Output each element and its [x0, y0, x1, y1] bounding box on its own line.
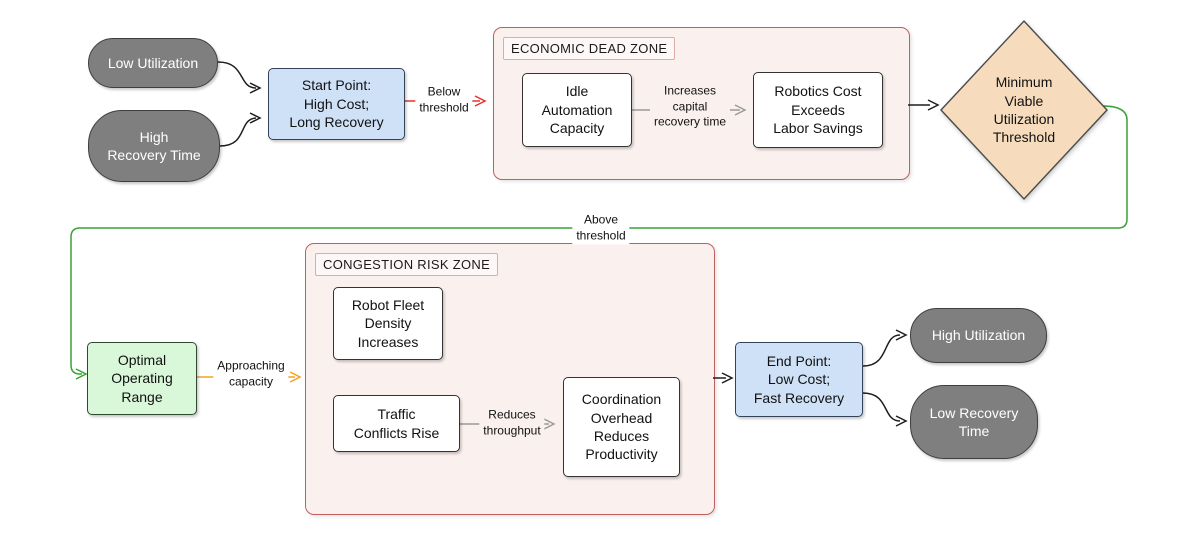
- arrowhead-optimal-congestion: [289, 371, 302, 383]
- node-threshold-decision: Minimum Viable Utilization Threshold: [992, 74, 1056, 146]
- node-traffic-conflicts: Traffic Conflicts Rise: [333, 395, 460, 452]
- edge-label-reduces-throughput: Reduces throughput: [479, 406, 545, 440]
- node-idle-automation: Idle Automation Capacity: [522, 73, 632, 147]
- node-end-point: End Point: Low Cost; Fast Recovery: [735, 342, 863, 417]
- arrowhead-endpoint-lowrec: [895, 415, 908, 427]
- arrowhead-highrec-start: [249, 112, 262, 124]
- edge-label-above-threshold: Above threshold: [572, 211, 630, 245]
- edge-endpoint-highutil: [862, 334, 901, 367]
- node-start-point: Start Point: High Cost; Long Recovery: [268, 68, 405, 140]
- arrowhead-lowutil-start: [249, 82, 262, 94]
- node-low-utilization: Low Utilization: [88, 38, 218, 88]
- arrowhead-traffic-coordination: [543, 418, 556, 430]
- arrowhead-start-deadzone: [474, 95, 487, 107]
- node-optimal-range: Optimal Operating Range: [87, 342, 197, 415]
- edge-endpoint-lowrec: [862, 392, 901, 422]
- edge-label-increases-capital: Increases capital recovery time: [649, 82, 731, 132]
- node-low-recovery-time: Low Recovery Time: [910, 385, 1038, 459]
- edge-highrec-start: [219, 117, 257, 147]
- node-robot-fleet: Robot Fleet Density Increases: [333, 287, 443, 360]
- node-robotics-cost: Robotics Cost Exceeds Labor Savings: [753, 72, 883, 148]
- arrowhead-deadzone-diamond: [927, 99, 940, 111]
- node-high-utilization: High Utilization: [910, 308, 1047, 363]
- edge-diamond-optimal: [70, 105, 1128, 375]
- arrowhead-diamond-optimal: [75, 368, 88, 380]
- node-coordination-overhead: Coordination Overhead Reduces Productivi…: [563, 377, 680, 477]
- arrowhead-congestion-endpoint: [721, 372, 734, 384]
- arrowhead-endpoint-highutil: [895, 329, 908, 341]
- edge-lowutil-start: [217, 61, 257, 89]
- arrowhead-idle-robotics: [734, 104, 747, 116]
- edge-label-below-threshold: Below threshold: [415, 83, 473, 117]
- zone-economic-dead-title: ECONOMIC DEAD ZONE: [503, 37, 676, 60]
- threshold-diamond-shape: [940, 19, 1108, 201]
- edge-label-approaching-capacity: Approaching capacity: [213, 357, 289, 391]
- node-high-recovery-time: High Recovery Time: [88, 110, 220, 182]
- zone-congestion-risk-title: CONGESTION RISK ZONE: [315, 253, 499, 276]
